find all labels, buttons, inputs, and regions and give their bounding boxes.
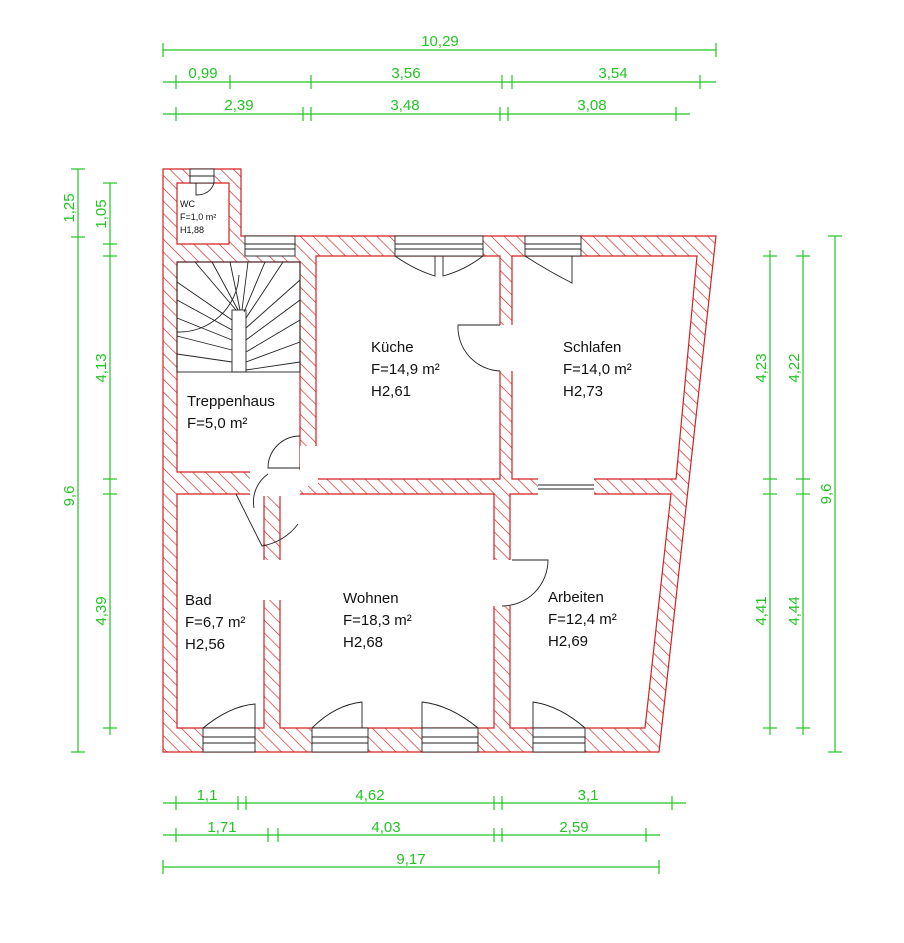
wc-area: F=1,0 m² <box>180 212 216 222</box>
dim-bottom-r2-2: 4,03 <box>371 819 400 836</box>
dim-top-r2-1: 2,39 <box>224 97 253 114</box>
window-schlafen <box>524 235 582 257</box>
dim-top-r1-2: 3,56 <box>391 65 420 82</box>
window-bad <box>202 727 256 753</box>
dim-top-r2-2: 3,48 <box>390 97 419 114</box>
kueche-height: H2,61 <box>371 383 411 400</box>
arbeiten-height: H2,69 <box>548 633 588 650</box>
room-labels: WC F=1,0 m² H1,88 Treppenhaus F=5,0 m² K… <box>180 199 632 653</box>
window-treppenhaus <box>244 235 296 257</box>
doors <box>235 324 549 607</box>
door-gap-arbeiten <box>492 560 512 606</box>
schlafen-height: H2,73 <box>563 383 603 400</box>
dim-bottom-r2-3: 2,59 <box>559 819 588 836</box>
door-gap-bad <box>262 560 282 600</box>
bad-name: Bad <box>185 592 212 609</box>
treppenhaus-name: Treppenhaus <box>187 393 275 410</box>
dim-right-inner-low: 4,44 <box>786 596 803 625</box>
windows <box>189 168 586 753</box>
door-gap-schlafen <box>498 325 514 371</box>
dim-bottom-total: 9,17 <box>396 851 425 868</box>
dim-right-outer-low: 4,41 <box>753 596 770 625</box>
dim-bottom-r1-1: 1,1 <box>197 787 218 804</box>
wc-name: WC <box>180 199 195 209</box>
bad-height: H2,56 <box>185 636 225 653</box>
dim-left-inner-low: 4,39 <box>93 596 110 625</box>
arbeiten-name: Arbeiten <box>548 589 604 606</box>
schlafen-name: Schlafen <box>563 339 621 356</box>
dimension-lines: 10,29 0,99 3,56 3,54 2,39 3,48 3,08 1,1 … <box>61 33 842 874</box>
door-gap-hall <box>250 470 300 496</box>
wohnen-height: H2,68 <box>343 634 383 651</box>
dim-top-r1-1: 0,99 <box>188 65 217 82</box>
dim-bottom-r1-2: 4,62 <box>355 787 384 804</box>
window-kueche <box>394 235 484 257</box>
sliding-door-gap <box>538 478 594 496</box>
wohnen-area: F=18,3 m² <box>343 612 412 629</box>
dim-top-r2-3: 3,08 <box>577 97 606 114</box>
arbeiten-area: F=12,4 m² <box>548 611 617 628</box>
window-arbeiten <box>532 727 586 753</box>
walls <box>162 168 717 753</box>
dim-right-total: 9,6 <box>818 484 835 505</box>
dim-left-inner-mid: 4,13 <box>93 353 110 382</box>
dim-top-total: 10,29 <box>421 33 459 50</box>
dim-right-inner-top: 4,22 <box>786 353 803 382</box>
dim-left-total: 9,6 <box>61 486 78 507</box>
schlafen-area: F=14,0 m² <box>563 361 632 378</box>
dim-bottom-r2-1: 1,71 <box>207 819 236 836</box>
kueche-area: F=14,9 m² <box>371 361 440 378</box>
dim-bottom-r1-3: 3,1 <box>578 787 599 804</box>
window-wohnen-1 <box>311 727 369 753</box>
dim-left-outer-top: 1,25 <box>61 193 78 222</box>
staircase <box>176 261 301 373</box>
treppenhaus-area: F=5,0 m² <box>187 415 247 432</box>
wohnen-name: Wohnen <box>343 590 399 607</box>
wc-height: H1,88 <box>180 225 204 235</box>
bad-area: F=6,7 m² <box>185 614 245 631</box>
dim-left-inner-top: 1,05 <box>93 199 110 228</box>
door-gap-kueche <box>300 446 318 486</box>
dim-top-r1-3: 3,54 <box>598 65 627 82</box>
window-wohnen-2 <box>421 727 479 753</box>
dim-right-outer-top: 4,23 <box>753 353 770 382</box>
kueche-name: Küche <box>371 339 414 356</box>
